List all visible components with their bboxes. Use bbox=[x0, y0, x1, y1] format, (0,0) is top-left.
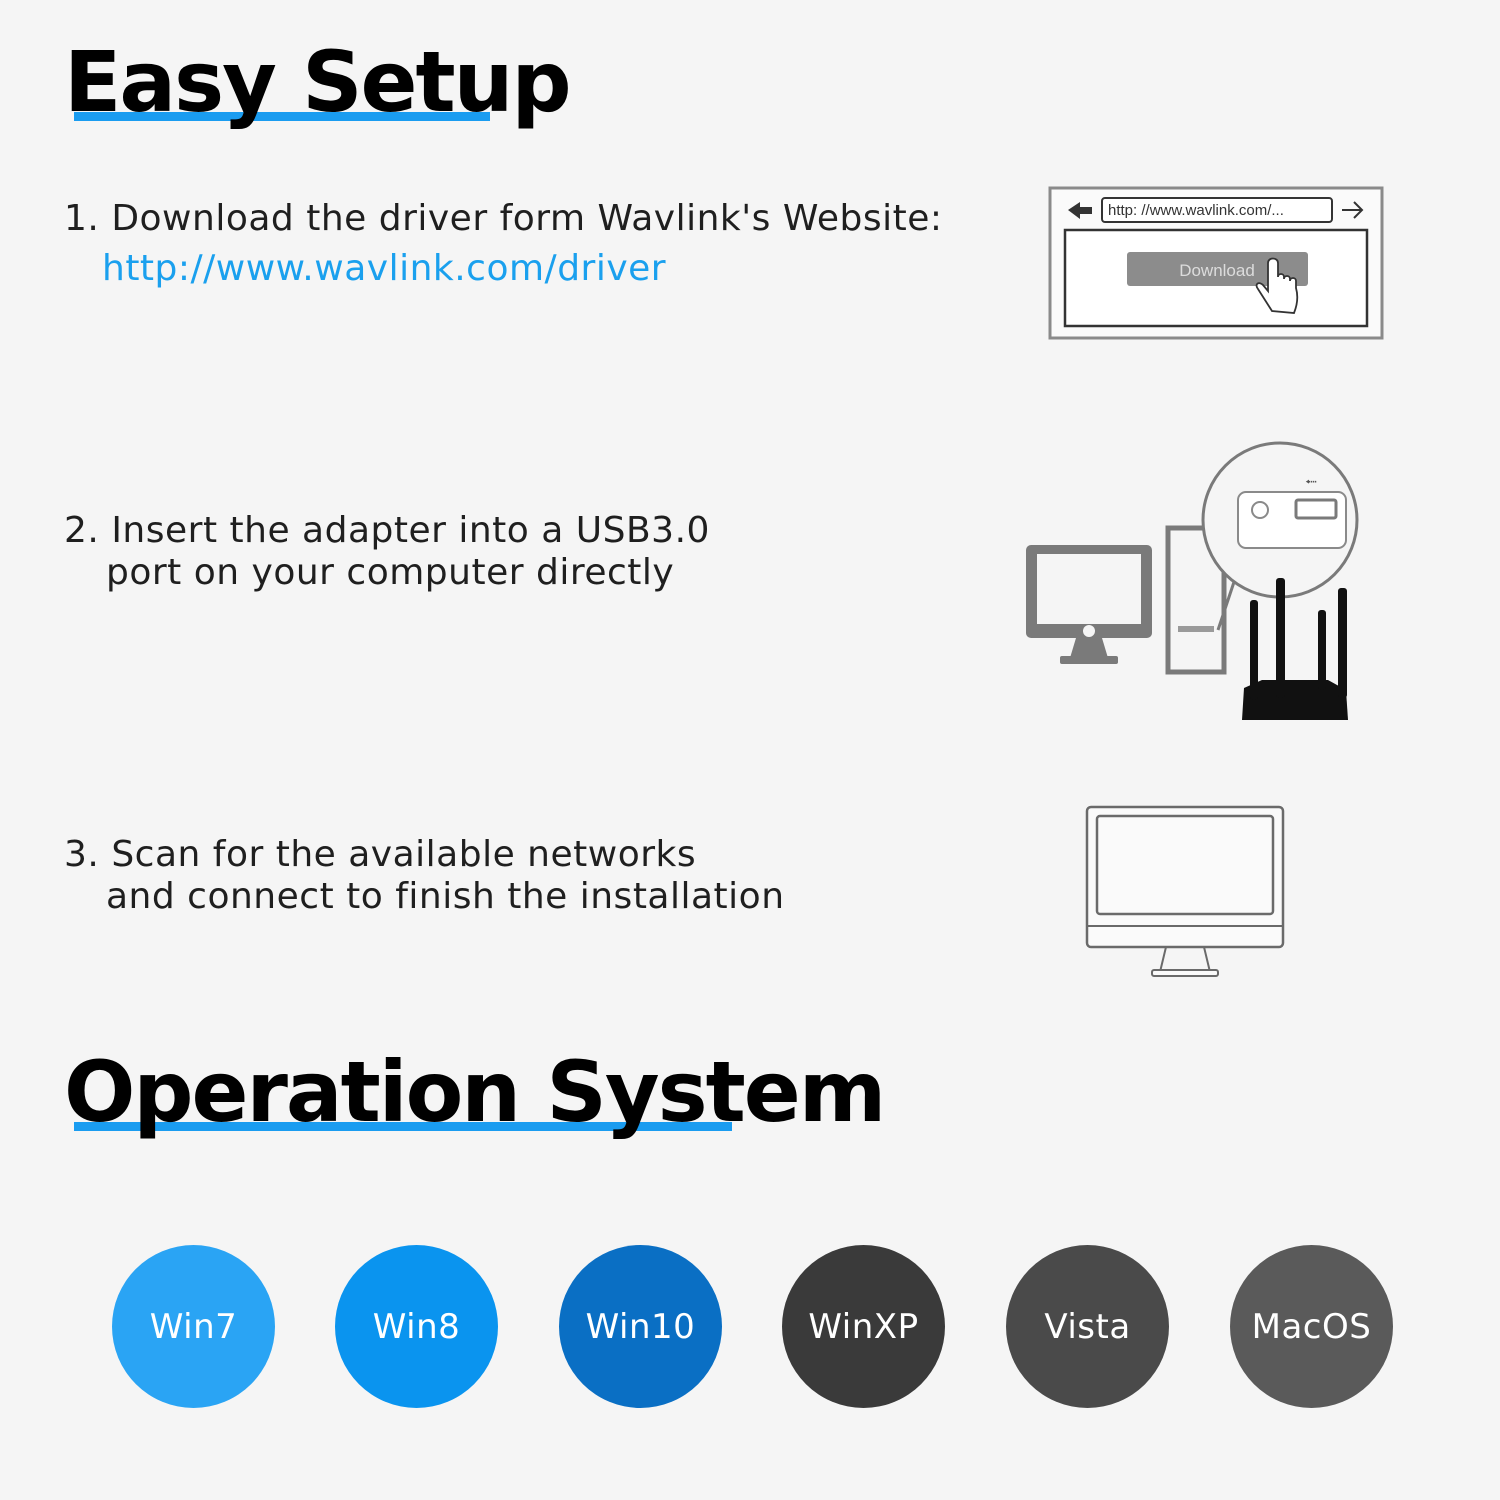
outline-monitor-illustration bbox=[1085, 805, 1285, 977]
step-3-number: 3. bbox=[64, 834, 100, 875]
os-badge-win8: Win8 bbox=[335, 1245, 498, 1408]
usb-adapter-illustration: ⭪ bbox=[1026, 441, 1359, 720]
step-2: 2. Insert the adapter into a USB3.0 port… bbox=[64, 510, 710, 594]
usb-symbol-icon: ⭪ bbox=[1305, 472, 1317, 491]
os-label: Vista bbox=[1044, 1306, 1131, 1347]
heading-underline bbox=[74, 112, 490, 121]
os-label: Win7 bbox=[149, 1306, 238, 1347]
step-2-text-line2: port on your computer directly bbox=[106, 552, 675, 593]
step-2-number: 2. bbox=[64, 510, 100, 551]
step-3-text-line2: and connect to finish the installation bbox=[106, 876, 785, 917]
driver-link[interactable]: http://www.wavlink.com/driver bbox=[102, 248, 667, 289]
os-label: WinXP bbox=[808, 1306, 919, 1347]
os-label: MacOS bbox=[1251, 1306, 1372, 1347]
heading-underline bbox=[74, 1122, 732, 1131]
os-label: Win8 bbox=[372, 1306, 461, 1347]
step-1: 1. Download the driver form Wavlink's We… bbox=[64, 198, 943, 290]
os-badge-vista: Vista bbox=[1006, 1245, 1169, 1408]
computer-tower-icon bbox=[1165, 525, 1227, 675]
step-3-text: Scan for the available networks bbox=[111, 834, 697, 875]
step-2-text: Insert the adapter into a USB3.0 bbox=[111, 510, 710, 551]
wifi-adapter-icon bbox=[1242, 578, 1348, 720]
download-button-label: Download bbox=[1179, 261, 1255, 280]
usb-port-zoom-icon: ⭪ bbox=[1201, 441, 1359, 599]
os-badge-win10: Win10 bbox=[559, 1245, 722, 1408]
step-1-text: Download the driver form Wavlink's Websi… bbox=[111, 198, 943, 239]
browser-download-illustration: http: //www.wavlink.com/... Download bbox=[1048, 186, 1384, 340]
step-1-number: 1. bbox=[64, 198, 100, 239]
easy-setup-title: Easy Setup bbox=[64, 33, 572, 131]
os-label: Win10 bbox=[585, 1306, 696, 1347]
os-badge-win7: Win7 bbox=[112, 1245, 275, 1408]
operation-system-title: Operation System bbox=[64, 1043, 886, 1141]
back-arrow-icon bbox=[1068, 202, 1092, 219]
monitor-icon bbox=[1026, 545, 1152, 664]
forward-arrow-icon bbox=[1342, 201, 1364, 219]
address-text: http: //www.wavlink.com/... bbox=[1108, 202, 1284, 219]
os-badge-winxp: WinXP bbox=[782, 1245, 945, 1408]
download-button bbox=[1127, 252, 1308, 286]
address-bar bbox=[1101, 197, 1333, 223]
os-badge-macos: MacOS bbox=[1230, 1245, 1393, 1408]
hand-cursor-icon bbox=[1255, 257, 1299, 314]
step-3: 3. Scan for the available networks and c… bbox=[64, 834, 785, 918]
